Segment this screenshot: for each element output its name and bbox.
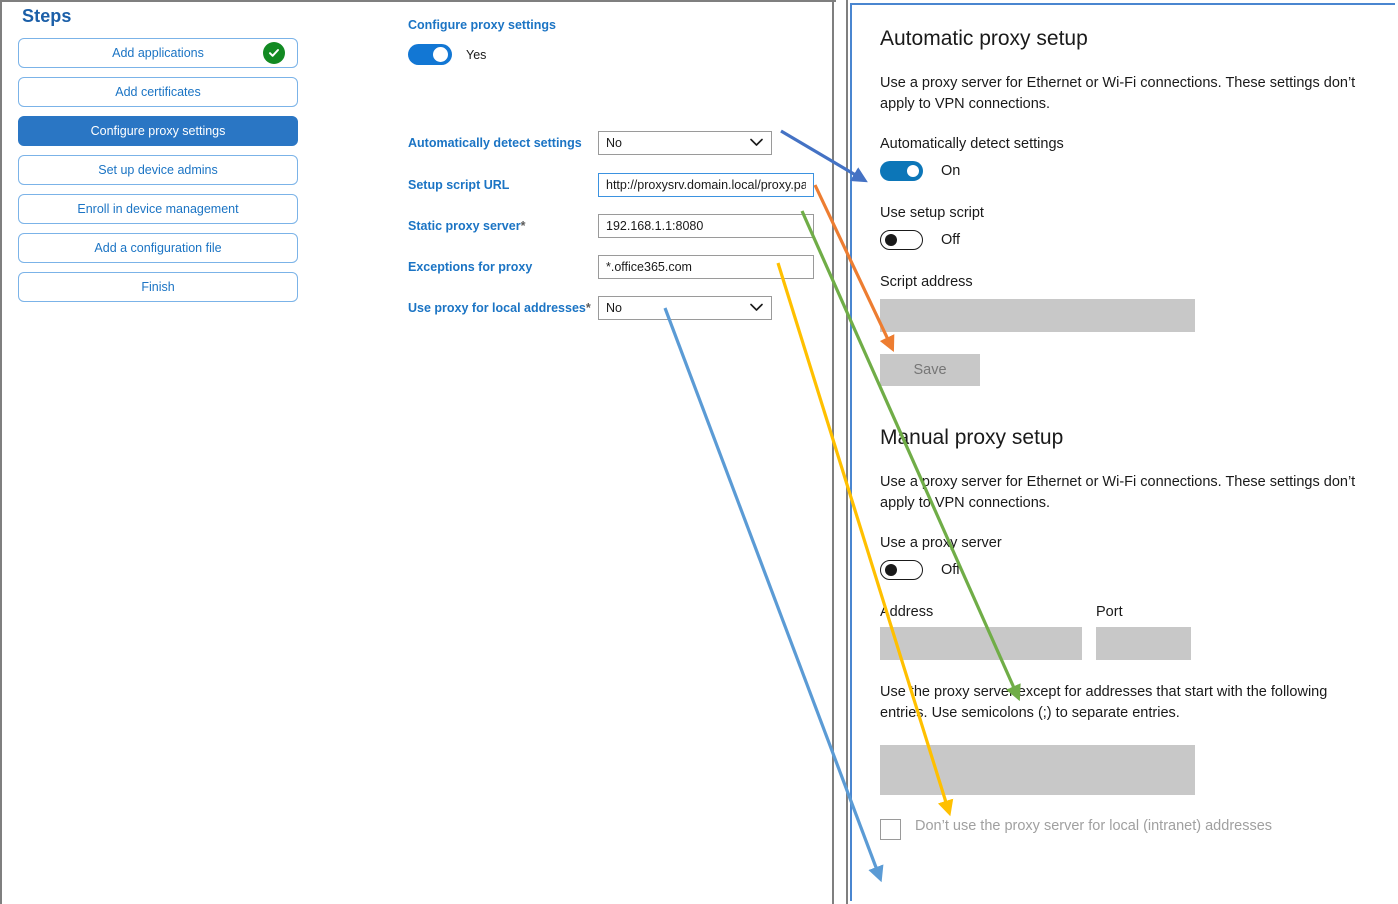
automatically-detect-settings-select[interactable]: No: [598, 131, 772, 155]
frame-top-border: [0, 0, 836, 2]
address-label: Address: [880, 604, 934, 621]
automatically-detect-settings-toggle[interactable]: [880, 161, 923, 182]
save-button: Save: [880, 354, 980, 387]
step-label: Enroll in device management: [77, 202, 239, 216]
required-marker: *: [520, 219, 526, 233]
port-column: Port: [1096, 604, 1191, 661]
use-setup-script-toggle-row: Off: [880, 230, 1365, 251]
field-label: Use proxy for local addresses*: [408, 301, 591, 315]
select-value: No: [606, 136, 622, 150]
step-item-set-up-device-admins[interactable]: Set up device admins: [18, 155, 298, 185]
steps-panel: Steps Add applications Add certificates …: [18, 6, 318, 311]
address-column: Address: [880, 604, 1082, 661]
automatically-detect-settings-label: Automatically detect settings: [880, 136, 1064, 153]
local-addresses-checkbox[interactable]: [880, 819, 901, 841]
required-marker: *: [585, 301, 591, 315]
field-automatically-detect-settings: Automatically detect settings No: [408, 131, 828, 155]
step-label: Finish: [141, 280, 175, 294]
local-addresses-checkbox-row[interactable]: Don’t use the proxy server for local (in…: [880, 817, 1365, 841]
field-label: Setup script URL: [408, 178, 510, 192]
step-item-add-a-configuration-file[interactable]: Add a configuration file: [18, 233, 298, 263]
automatic-proxy-description: Use a proxy server for Ethernet or Wi-Fi…: [880, 75, 1356, 112]
field-exceptions-for-proxy: Exceptions for proxy *.office365.com: [408, 255, 828, 279]
select-value: No: [606, 301, 622, 315]
chevron-down-icon: [750, 301, 763, 315]
configure-proxy-toggle-row: Yes: [408, 44, 828, 65]
step-item-finish[interactable]: Finish: [18, 272, 298, 302]
panel-divider-inner: [846, 0, 848, 904]
check-circle-icon: [263, 42, 285, 64]
form-heading: Configure proxy settings: [408, 18, 556, 32]
step-label: Add a configuration file: [94, 241, 222, 255]
proxy-form-panel: Configure proxy settings Yes Automatical…: [408, 18, 828, 320]
setup-script-url-input[interactable]: http://proxysrv.domain.local/proxy.pa: [598, 173, 814, 197]
step-item-add-certificates[interactable]: Add certificates: [18, 77, 298, 107]
use-a-proxy-server-label: Use a proxy server: [880, 535, 1002, 552]
input-value: *.office365.com: [606, 260, 692, 274]
field-static-proxy-server: Static proxy server* 192.168.1.1:8080: [408, 214, 828, 238]
static-proxy-server-input[interactable]: 192.168.1.1:8080: [598, 214, 814, 238]
automatic-proxy-setup-heading: Automatic proxy setup: [880, 27, 1088, 50]
manual-proxy-description: Use a proxy server for Ethernet or Wi-Fi…: [880, 474, 1356, 511]
windows-proxy-settings-panel: Automatic proxy setup Use a proxy server…: [850, 3, 1395, 901]
panel-divider-outer: [832, 0, 834, 904]
frame-left-border: [0, 0, 2, 904]
manual-proxy-setup-heading: Manual proxy setup: [880, 426, 1064, 450]
step-label: Configure proxy settings: [90, 124, 226, 138]
field-label: Automatically detect settings: [408, 136, 582, 150]
script-address-label: Script address: [880, 274, 973, 291]
toggle-state-label: On: [941, 163, 961, 180]
field-setup-script-url: Setup script URL http://proxysrv.domain.…: [408, 173, 828, 197]
configure-proxy-toggle[interactable]: [408, 44, 452, 65]
exceptions-input: [880, 745, 1195, 796]
exceptions-for-proxy-input[interactable]: *.office365.com: [598, 255, 814, 279]
address-port-row: Address Port: [880, 604, 1365, 661]
use-setup-script-toggle[interactable]: [880, 230, 923, 251]
exceptions-description: Use the proxy server except for addresse…: [880, 684, 1328, 721]
steps-panel-title: Steps: [22, 6, 72, 26]
field-use-proxy-for-local-addresses: Use proxy for local addresses* No: [408, 296, 828, 320]
chevron-down-icon: [750, 136, 763, 150]
use-setup-script-label: Use setup script: [880, 205, 984, 222]
script-address-input: [880, 299, 1195, 333]
toggle-state-label: Off: [941, 562, 961, 579]
automatically-detect-settings-toggle-row: On: [880, 161, 1365, 182]
input-value: http://proxysrv.domain.local/proxy.pa: [606, 178, 806, 192]
local-addresses-checkbox-label: Don’t use the proxy server for local (in…: [915, 818, 1273, 835]
step-item-add-applications[interactable]: Add applications: [18, 38, 298, 68]
use-a-proxy-server-toggle[interactable]: [880, 560, 923, 581]
address-input: [880, 627, 1082, 661]
use-proxy-for-local-addresses-select[interactable]: No: [598, 296, 772, 320]
step-label: Add certificates: [115, 85, 201, 99]
port-input: [1096, 627, 1191, 661]
step-label: Set up device admins: [98, 163, 218, 177]
use-a-proxy-server-toggle-row: Off: [880, 560, 1365, 581]
field-label: Static proxy server*: [408, 219, 526, 233]
port-label: Port: [1096, 604, 1123, 621]
configure-proxy-toggle-label: Yes: [466, 47, 487, 62]
step-item-configure-proxy-settings[interactable]: Configure proxy settings: [18, 116, 298, 146]
step-label: Add applications: [112, 46, 204, 60]
step-item-enroll-in-device-management[interactable]: Enroll in device management: [18, 194, 298, 224]
toggle-state-label: Off: [941, 232, 961, 249]
field-label: Exceptions for proxy: [408, 260, 533, 274]
input-value: 192.168.1.1:8080: [606, 219, 704, 233]
